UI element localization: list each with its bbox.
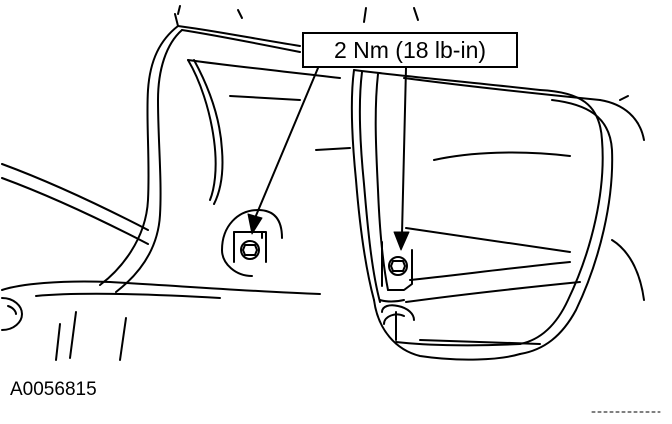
leader-lines [254,67,407,235]
left-floor-lines [1,163,321,361]
fastener-bolt-icon [388,256,408,276]
middle-panel-lines [187,59,351,151]
figure-id: A0056815 [10,379,97,400]
torque-callout: 2 Nm (18 lb-in) [302,32,518,68]
left-panel-outline [99,5,301,293]
right-clip-bracket [379,241,415,341]
fastener-bolt-icon [240,240,260,260]
right-panel-outline [350,7,645,361]
leader-arrowheads [247,213,410,251]
torque-label: 2 Nm (18 lb-in) [333,36,487,63]
